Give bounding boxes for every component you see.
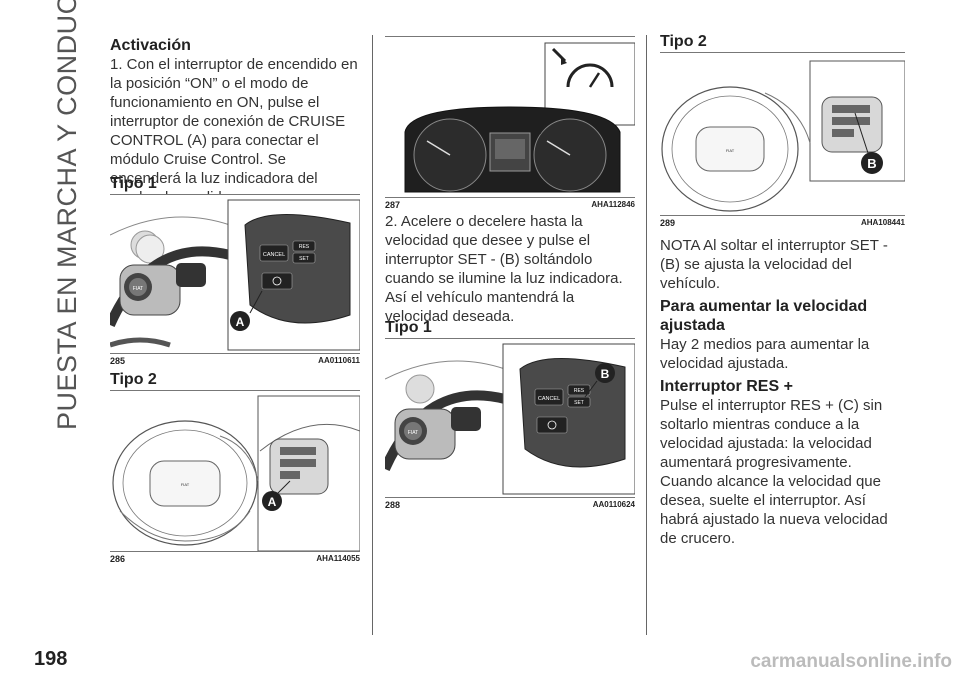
figure-code: AHA114055 (316, 554, 360, 563)
chapter-title: PUESTA EN MARCHA Y CONDUCCIÓN (52, 0, 82, 430)
paragraph-nota: NOTA Al soltar el interruptor SET - (B) … (660, 237, 888, 292)
footer-watermark[interactable]: carmanualsonline.info (750, 651, 952, 672)
label-tipo-1: Tipo 1 (110, 175, 157, 192)
label-tipo-2: Tipo 2 (110, 371, 157, 388)
figure-code: AA0110611 (318, 356, 360, 365)
column-divider (372, 35, 373, 635)
column-divider (646, 35, 647, 635)
callout-a: A (236, 315, 245, 329)
fiat-logo: FIAT (408, 430, 418, 436)
cancel-button: CANCEL (263, 252, 285, 258)
figure-number: 286 (110, 554, 126, 564)
figure-288: FIAT CANCEL RES SET B 288 AA0110624 (385, 338, 635, 510)
heading-aumentar-velocidad: Para aumentar la velocidad ajustada (660, 298, 868, 334)
figure-285: FIAT CANCEL RES SET A 285 AA0110611 (110, 194, 360, 366)
heading-activacion: Activación (110, 37, 191, 54)
figure-number: 285 (110, 356, 126, 366)
res-button: RES (299, 244, 310, 250)
figure-code: AHA112846 (591, 200, 635, 209)
figure-number: 287 (385, 200, 401, 210)
heading-interruptor-res: Interruptor RES + (660, 378, 793, 395)
callout-b: B (601, 367, 610, 381)
svg-text:FIAT: FIAT (181, 482, 190, 487)
figure-number: 289 (660, 218, 676, 228)
figure-code: AHA108441 (860, 218, 905, 227)
set-button: SET (574, 400, 584, 406)
label-tipo-1: Tipo 1 (385, 319, 432, 336)
cancel-button: CANCEL (538, 396, 560, 402)
figure-287: 287 AHA112846 (385, 36, 635, 210)
label-tipo-2: Tipo 2 (660, 33, 707, 50)
paragraph-acelere: 2. Acelere o decelere hasta la velocidad… (385, 213, 623, 325)
paragraph-res: Pulse el interruptor RES + (C) sin solta… (660, 397, 888, 547)
callout-a: A (268, 495, 277, 509)
figure-code: AA0110624 (592, 500, 635, 509)
paragraph-aumentar: Hay 2 medios para aumentar la velocidad … (660, 336, 870, 372)
callout-b: B (867, 156, 876, 171)
figure-number: 288 (385, 500, 401, 510)
res-button: RES (574, 388, 585, 394)
svg-text:FIAT: FIAT (726, 148, 735, 153)
figure-289: FIAT B 289 AHA108441 (660, 52, 905, 228)
fiat-logo: FIAT (133, 286, 143, 292)
page-number: 198 (34, 648, 68, 670)
set-button: SET (299, 256, 309, 262)
figure-286: FIAT A 286 AHA114055 (110, 390, 360, 564)
